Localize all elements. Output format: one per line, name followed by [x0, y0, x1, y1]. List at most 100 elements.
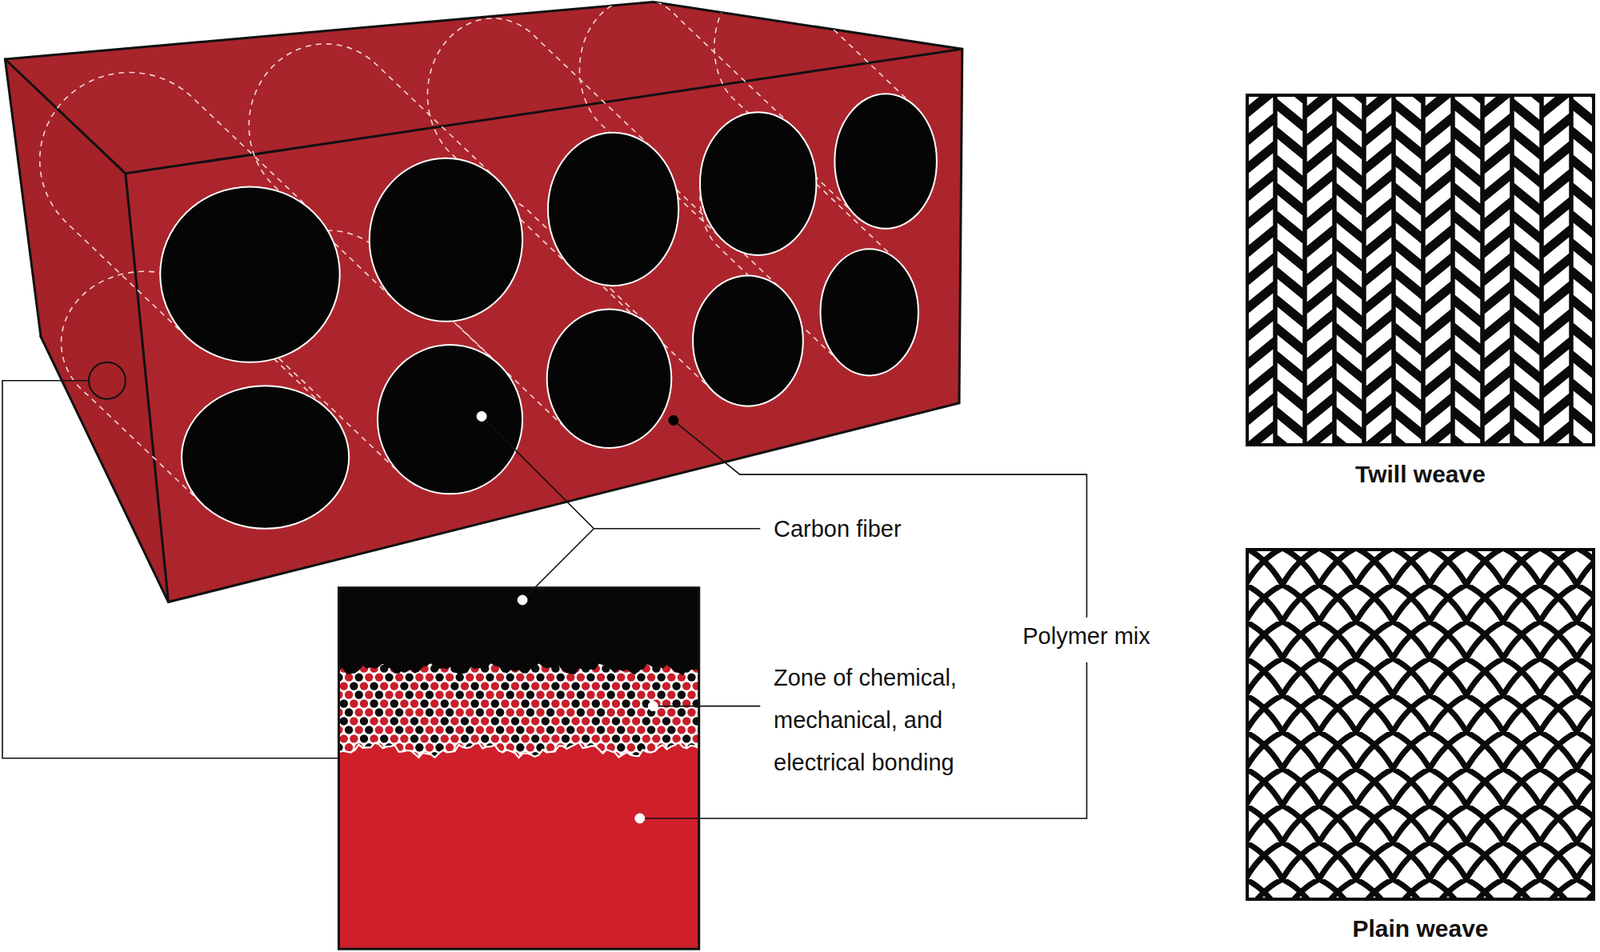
fiber-end [700, 112, 816, 256]
fiber-end [160, 186, 340, 362]
particle [349, 699, 358, 708]
particle [642, 734, 651, 743]
particle [556, 725, 564, 734]
particle [592, 699, 600, 708]
particle [505, 655, 514, 664]
particle [380, 681, 388, 690]
particle [440, 699, 449, 708]
particle [642, 681, 651, 690]
particle [485, 708, 494, 716]
particle [415, 743, 424, 752]
particle [480, 734, 489, 743]
particle [380, 716, 388, 725]
hidden-fibers [40, 0, 921, 509]
particle [450, 734, 459, 743]
block-edge [652, 2, 962, 50]
particle [656, 725, 665, 734]
particle [349, 716, 358, 725]
particle [505, 708, 514, 716]
particle [364, 725, 373, 734]
particle [430, 716, 439, 725]
particle [636, 725, 645, 734]
particle [455, 655, 464, 664]
particle [496, 672, 504, 681]
particle [415, 672, 424, 681]
particle [687, 655, 696, 664]
particle [480, 716, 489, 725]
particle [375, 672, 384, 681]
particle [672, 716, 680, 725]
particle [536, 655, 544, 664]
particle [566, 690, 575, 699]
particle [576, 672, 585, 681]
particle [616, 690, 625, 699]
particle [672, 734, 680, 743]
particle [702, 752, 711, 760]
particle [476, 672, 484, 681]
particle [581, 681, 590, 690]
particle [500, 734, 509, 743]
particle [636, 655, 645, 664]
particle [500, 716, 509, 725]
particle [344, 655, 353, 664]
particle [430, 699, 439, 708]
particle [601, 716, 610, 725]
particle [616, 708, 625, 716]
particle [606, 672, 615, 681]
particle [516, 743, 524, 752]
particle [662, 681, 671, 690]
zone-boundary [338, 742, 699, 758]
particle [460, 699, 469, 708]
particle [384, 672, 393, 681]
particle [470, 699, 479, 708]
particle [702, 716, 711, 725]
particle [400, 664, 408, 672]
particle [652, 681, 660, 690]
particle [677, 725, 686, 734]
particle [369, 699, 378, 708]
block-edge [959, 48, 963, 404]
particle [384, 725, 393, 734]
particle [390, 699, 399, 708]
particle [520, 681, 529, 690]
particle [636, 690, 645, 699]
magnified-inset [334, 588, 711, 950]
particle [642, 716, 651, 725]
fiber-end [369, 158, 523, 322]
particle [541, 681, 550, 690]
particle [415, 655, 424, 664]
particle [632, 734, 640, 743]
particle [404, 725, 413, 734]
particle [404, 708, 413, 716]
fiber-end [692, 275, 804, 406]
particle [627, 743, 636, 752]
particle [516, 725, 524, 734]
particle [344, 743, 353, 752]
particle [682, 734, 691, 743]
particle [621, 716, 630, 725]
particle [470, 681, 479, 690]
particle [445, 690, 454, 699]
particle [616, 725, 625, 734]
particle [375, 708, 384, 716]
weave-area [1247, 549, 1594, 900]
particle [395, 672, 404, 681]
particle [485, 690, 494, 699]
particle [380, 699, 388, 708]
particle [400, 734, 408, 743]
particle [546, 690, 555, 699]
fiber-ends [160, 93, 937, 528]
particle [455, 690, 464, 699]
particle [586, 708, 595, 716]
particle [576, 708, 585, 716]
particle [364, 672, 373, 681]
particle [505, 725, 514, 734]
particle [596, 708, 605, 716]
particle [561, 681, 570, 690]
particle [470, 716, 479, 725]
particle [687, 708, 696, 716]
particle [536, 708, 544, 716]
particle [420, 699, 428, 708]
particle [380, 734, 388, 743]
particle [435, 708, 444, 716]
